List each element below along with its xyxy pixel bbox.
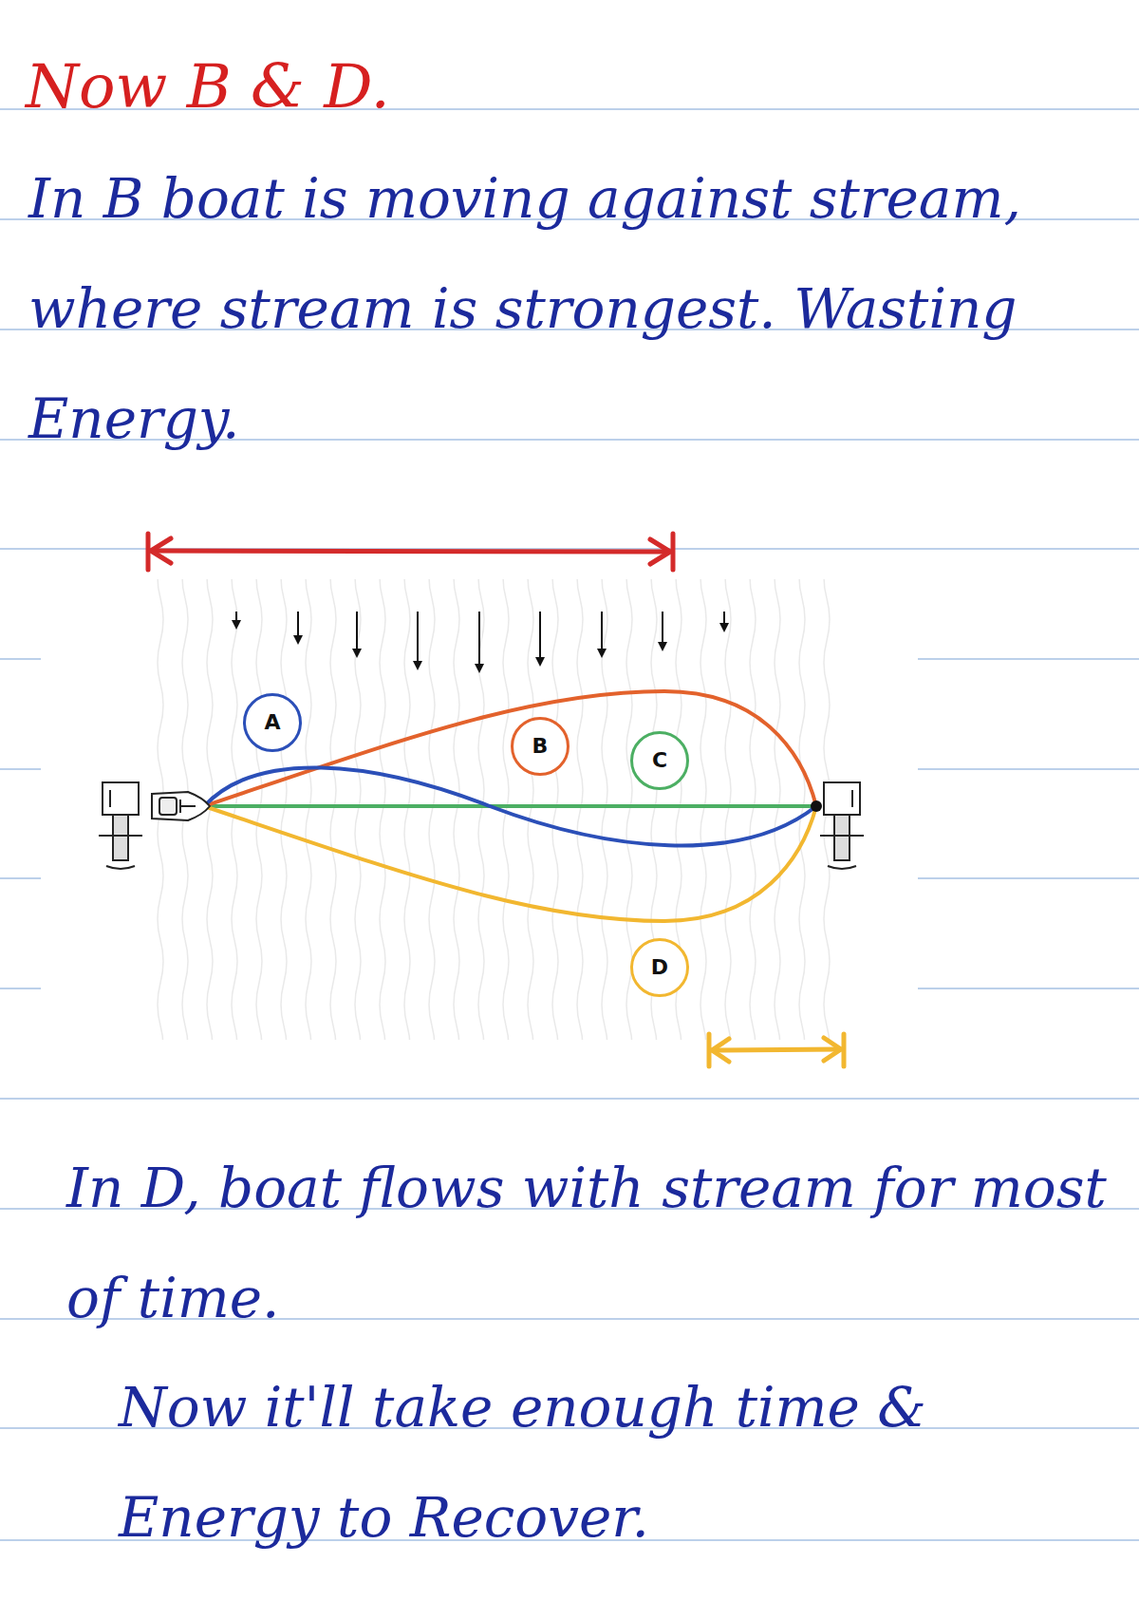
boat-detail <box>180 804 196 807</box>
route-marker-circle: B <box>510 716 570 776</box>
dock-detail <box>109 789 112 807</box>
route-marker-circle: D <box>630 937 690 997</box>
picture-ground <box>40 569 918 1051</box>
arrow-shaft <box>151 550 670 552</box>
dock-pile <box>112 814 129 860</box>
boat-cabin <box>159 797 177 815</box>
water-texture <box>142 578 845 1040</box>
arrowhead <box>711 1038 729 1062</box>
boat-hull <box>151 791 210 821</box>
dock-beam <box>820 834 864 837</box>
route-b <box>204 690 817 806</box>
destination-dot <box>810 800 822 812</box>
stream-arrow <box>539 611 542 665</box>
span-arrow <box>148 533 673 570</box>
stream-arrow <box>297 611 299 643</box>
ruled-lines <box>0 109 1139 1540</box>
route-c <box>206 803 817 808</box>
dock-right <box>820 782 864 869</box>
water-ripple <box>106 865 135 869</box>
dock-post <box>823 782 860 815</box>
arrowhead <box>823 1037 841 1061</box>
route-marker-circle: A <box>242 692 302 752</box>
stream-arrow <box>355 611 358 656</box>
dock-detail <box>851 789 854 807</box>
handwritten-note: Now it'll take enough time & Energy to R… <box>118 1351 1121 1572</box>
stream-arrow <box>235 611 238 628</box>
route-letter: A <box>263 711 281 733</box>
route-letter: D <box>651 956 669 978</box>
route-letter: B <box>532 735 549 757</box>
span-arrow <box>709 1033 844 1066</box>
stream-arrow <box>478 611 481 672</box>
route-d <box>204 805 817 921</box>
stream-arrow <box>723 611 726 631</box>
handwritten-note: In B boat is moving against stream, wher… <box>28 143 1111 474</box>
stream-arrow <box>600 611 603 656</box>
stream-arrow <box>661 611 664 650</box>
dock-pile <box>834 814 850 860</box>
route-a <box>204 766 817 845</box>
handwritten-note: In D, boat flows with stream for most of… <box>66 1132 1121 1353</box>
route-letter: C <box>652 749 668 771</box>
heading: Now B & D. <box>25 31 391 142</box>
dock-post <box>102 782 139 815</box>
stream-arrow <box>416 611 419 669</box>
boat <box>151 791 210 821</box>
dock-beam <box>98 834 143 837</box>
water-ripple <box>827 865 857 869</box>
arrow-shaft <box>711 1048 841 1050</box>
routes <box>204 690 817 921</box>
arrowhead <box>650 539 671 564</box>
route-marker-circle: C <box>630 730 690 790</box>
arrowhead <box>150 538 171 563</box>
rule-line <box>0 1097 1139 1100</box>
dock-left <box>98 782 143 869</box>
stream-arrows <box>236 611 725 672</box>
